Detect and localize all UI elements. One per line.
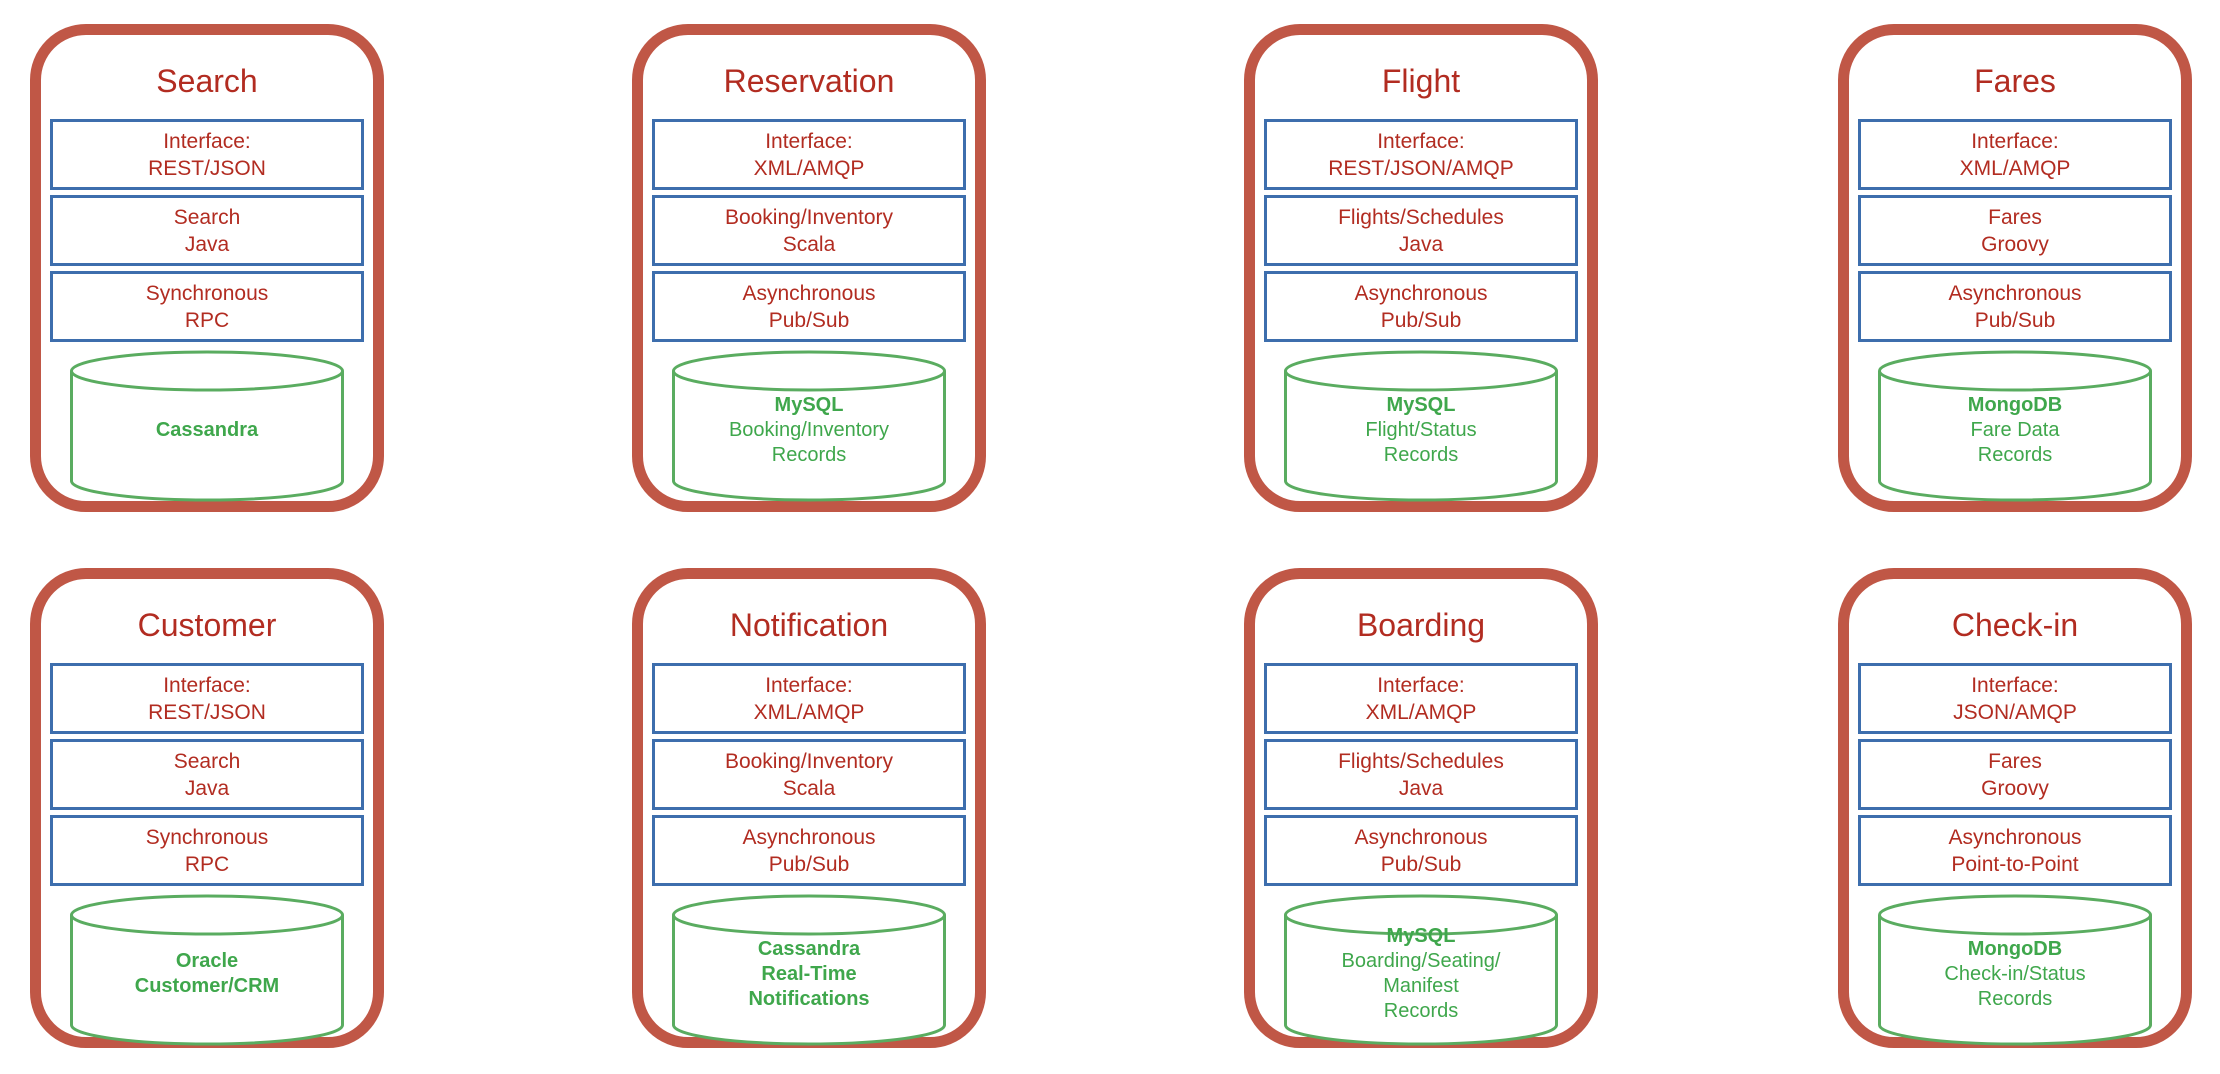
service-card-fares: Fares Interface: XML/AMQP Fares Groovy A… [1838,24,2192,512]
component-language-box: Flights/Schedules Java [1264,195,1578,266]
communication-style-box: Asynchronous Pub/Sub [652,271,966,342]
database-cylinder-icon: MongoDB Fare Data Records [1877,350,2153,502]
database-cylinder-icon: MySQL Booking/Inventory Records [671,350,947,502]
database-name: MongoDB [1967,393,2063,416]
database-name: Cassandra [757,937,861,960]
service-card-reservation: Reservation Interface: XML/AMQP Booking/… [632,24,986,512]
service-properties: Interface: XML/AMQP Flights/Schedules Ja… [1264,663,1578,886]
database-detail: Flight/Status Records [1365,418,1477,466]
interface-box: Interface: REST/JSON [50,119,364,190]
database-name: Oracle [175,950,239,972]
service-title: Fares [1974,63,2056,99]
communication-style-box: Asynchronous Point-to-Point [1858,815,2172,886]
communication-style-box: Synchronous RPC [50,271,364,342]
database-detail: Check-in/Status Records [1944,962,2086,1010]
service-card-check-in: Check-in Interface: JSON/AMQP Fares Groo… [1838,568,2192,1048]
database-detail: Booking/Inventory Records [728,418,890,466]
database-cylinder-icon: Cassandra Real-Time Notifications [671,894,947,1046]
interface-box: Interface: REST/JSON/AMQP [1264,119,1578,190]
database-detail: Real-Time Notifications [748,962,870,1010]
database-name: MySQL [774,393,844,416]
database-cylinder-icon: Cassandra [69,350,345,502]
database-cylinder-icon: MongoDB Check-in/Status Records [1877,894,2153,1046]
database-cylinder-icon: Oracle Customer/CRM [69,894,345,1046]
interface-box: Interface: REST/JSON [50,663,364,734]
service-title: Flight [1381,63,1461,99]
database-name: MySQL [1386,393,1456,416]
service-properties: Interface: REST/JSON/AMQP Flights/Schedu… [1264,119,1578,342]
service-card-customer: Customer Interface: REST/JSON Search Jav… [30,568,384,1048]
service-title: Check-in [1951,607,2079,643]
service-card-notification: Notification Interface: XML/AMQP Booking… [632,568,986,1048]
communication-style-box: Asynchronous Pub/Sub [1264,815,1578,886]
database-label: MySQL Boarding/Seating/ Manifest Records [1283,906,1559,1042]
component-language-box: Booking/Inventory Scala [652,739,966,810]
component-language-box: Flights/Schedules Java [1264,739,1578,810]
service-properties: Interface: XML/AMQP Booking/Inventory Sc… [652,119,966,342]
database-label: Cassandra [69,362,345,498]
service-title: Reservation [723,63,895,99]
service-properties: Interface: REST/JSON Search Java Synchro… [50,119,364,342]
service-card-boarding: Boarding Interface: XML/AMQP Flights/Sch… [1244,568,1598,1048]
service-title: Customer [137,607,277,643]
database-cylinder-icon: MySQL Flight/Status Records [1283,350,1559,502]
interface-box: Interface: JSON/AMQP [1858,663,2172,734]
database-label: MySQL Flight/Status Records [1283,362,1559,498]
database-label: MongoDB Fare Data Records [1877,362,2153,498]
communication-style-box: Synchronous RPC [50,815,364,886]
service-title: Notification [729,607,889,643]
interface-box: Interface: XML/AMQP [652,119,966,190]
communication-style-box: Asynchronous Pub/Sub [1264,271,1578,342]
service-properties: Interface: JSON/AMQP Fares Groovy Asynch… [1858,663,2172,886]
service-title: Search [156,63,258,99]
database-detail: Customer/CRM [134,975,280,997]
communication-style-box: Asynchronous Pub/Sub [1858,271,2172,342]
interface-box: Interface: XML/AMQP [652,663,966,734]
component-language-box: Fares Groovy [1858,195,2172,266]
database-label: MongoDB Check-in/Status Records [1877,906,2153,1042]
service-title: Boarding [1356,607,1486,643]
service-properties: Interface: XML/AMQP Booking/Inventory Sc… [652,663,966,886]
database-label: Cassandra Real-Time Notifications [671,906,947,1042]
communication-style-box: Asynchronous Pub/Sub [652,815,966,886]
component-language-box: Fares Groovy [1858,739,2172,810]
database-name: Cassandra [155,418,259,441]
service-properties: Interface: REST/JSON Search Java Synchro… [50,663,364,886]
interface-box: Interface: XML/AMQP [1858,119,2172,190]
database-detail: Fare Data Records [1970,418,2060,466]
service-properties: Interface: XML/AMQP Fares Groovy Asynchr… [1858,119,2172,342]
database-label: MySQL Booking/Inventory Records [671,362,947,498]
database-detail: Boarding/Seating/ Manifest Records [1341,950,1501,1022]
database-name: MySQL [1386,925,1456,947]
database-cylinder-icon: MySQL Boarding/Seating/ Manifest Records [1283,894,1559,1046]
database-name: MongoDB [1967,937,2063,960]
interface-box: Interface: XML/AMQP [1264,663,1578,734]
service-card-search: Search Interface: REST/JSON Search Java … [30,24,384,512]
component-language-box: Search Java [50,739,364,810]
component-language-box: Search Java [50,195,364,266]
service-card-flight: Flight Interface: REST/JSON/AMQP Flights… [1244,24,1598,512]
database-label: Oracle Customer/CRM [69,906,345,1042]
component-language-box: Booking/Inventory Scala [652,195,966,266]
